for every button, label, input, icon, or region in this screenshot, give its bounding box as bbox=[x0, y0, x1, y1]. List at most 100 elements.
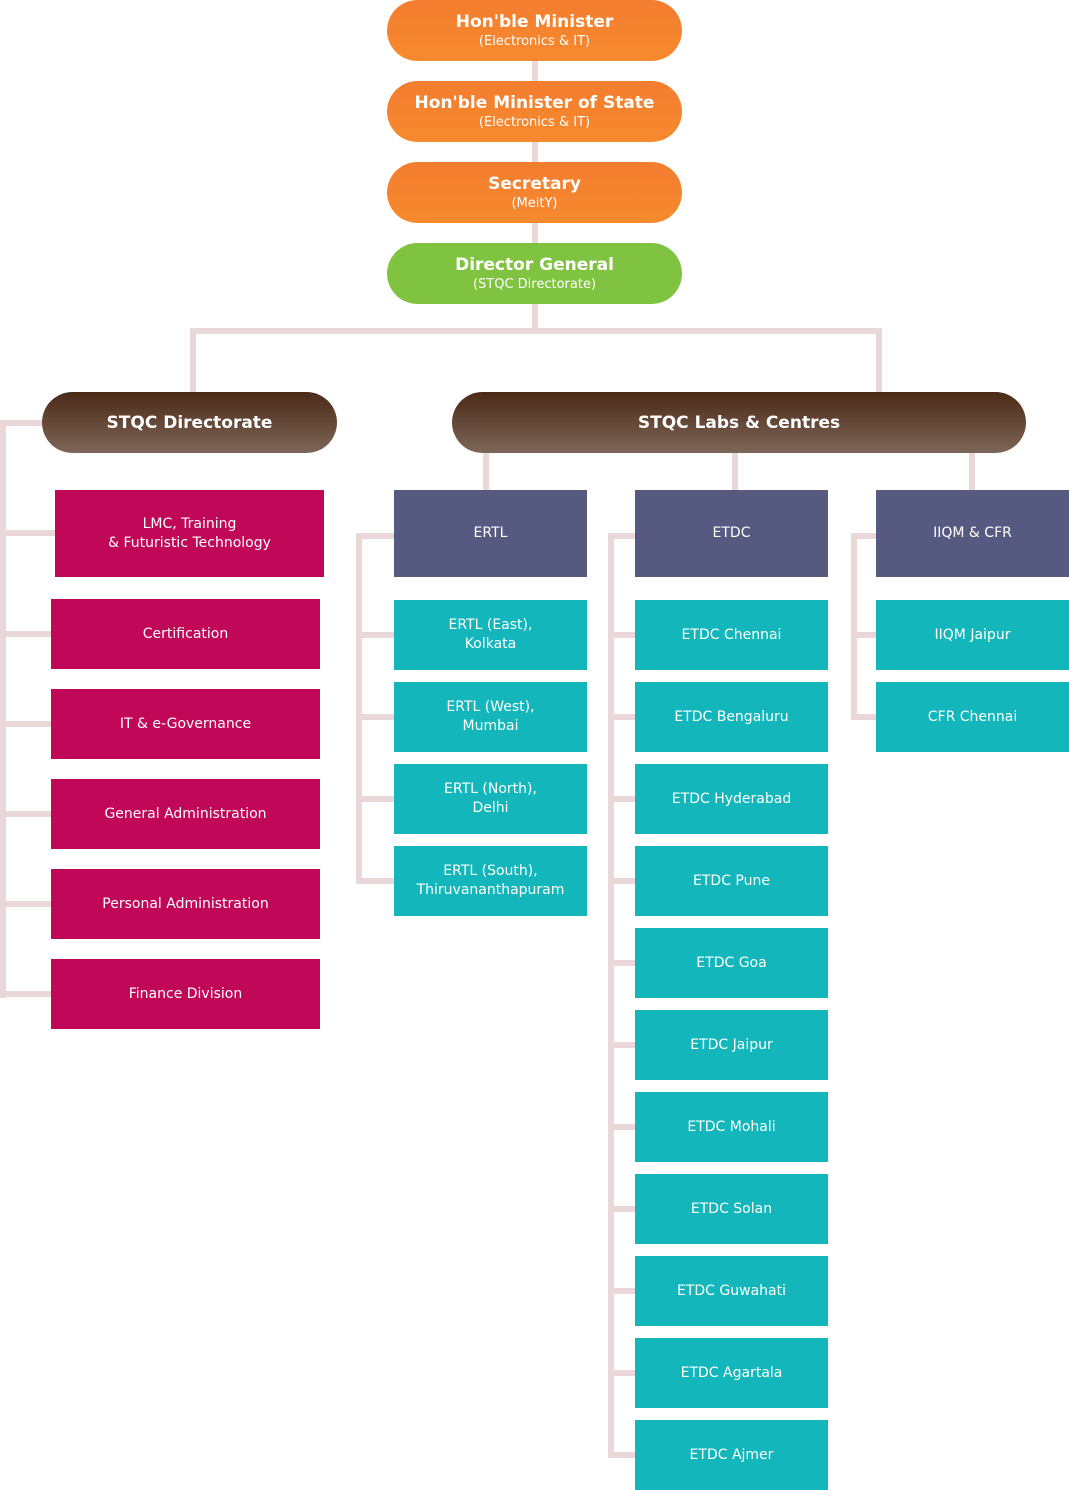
unit-label: Certification bbox=[142, 625, 229, 642]
lab-centre: ETDC Goa bbox=[635, 928, 828, 998]
directorate-tick bbox=[0, 721, 55, 727]
lab-centre: ETDC Ajmer bbox=[635, 1420, 828, 1490]
centre-tick bbox=[608, 796, 635, 802]
lab-centre: ERTL (West), Mumbai bbox=[394, 682, 587, 752]
lab-centre: ETDC Pune bbox=[635, 846, 828, 916]
centre-tick bbox=[356, 632, 394, 638]
centre-label: ERTL (South), Thiruvananthapuram bbox=[416, 863, 565, 898]
centre-tick bbox=[356, 796, 394, 802]
centre-tick bbox=[356, 714, 394, 720]
labs-drop bbox=[876, 328, 882, 392]
centre-label: CFR Chennai bbox=[927, 708, 1018, 725]
lab-group-label: ERTL bbox=[473, 525, 508, 541]
centre-tick bbox=[608, 878, 635, 884]
node-title: Hon'ble Minister of State bbox=[414, 92, 655, 113]
lab-centre: CFR Chennai bbox=[876, 682, 1069, 752]
group-rail bbox=[851, 533, 857, 720]
lab-group-ertl: ERTL bbox=[394, 490, 587, 577]
node-subtitle: (STQC Directorate) bbox=[472, 276, 597, 292]
lab-centre: ETDC Agartala bbox=[635, 1338, 828, 1408]
centre-label: ETDC Bengaluru bbox=[674, 708, 789, 725]
lab-group-label: IIQM & CFR bbox=[933, 525, 1012, 541]
unit-label: Personal Administration bbox=[102, 895, 269, 912]
node-subtitle: (Electronics & IT) bbox=[478, 114, 591, 130]
lab-group-label: ETDC bbox=[712, 525, 751, 541]
group-rail bbox=[608, 533, 614, 1458]
hierarchy-node: Hon'ble Minister of State(Electronics & … bbox=[387, 81, 682, 142]
centre-tick bbox=[608, 632, 635, 638]
centre-tick bbox=[608, 1288, 635, 1294]
centre-tick bbox=[608, 1452, 635, 1458]
centre-label: ETDC Ajmer bbox=[689, 1446, 774, 1463]
centre-label: ETDC Mohali bbox=[687, 1118, 776, 1135]
group-rail bbox=[356, 533, 362, 884]
directorate-drop bbox=[190, 328, 196, 392]
unit-label: LMC, Training & Futuristic Technology bbox=[108, 515, 271, 551]
centre-tick bbox=[608, 714, 635, 720]
lab-centre: ETDC Solan bbox=[635, 1174, 828, 1244]
ertl-drop bbox=[483, 452, 489, 490]
centre-label: ETDC Guwahati bbox=[677, 1282, 786, 1299]
group-rail-top bbox=[851, 533, 876, 539]
centre-label: ERTL (North), Delhi bbox=[444, 781, 537, 816]
hierarchy-node: Secretary(MeitY) bbox=[387, 162, 682, 223]
centre-tick bbox=[851, 632, 876, 638]
centre-label: ETDC Hyderabad bbox=[671, 790, 792, 807]
hierarchy-node: Hon'ble Minister(Electronics & IT) bbox=[387, 0, 682, 61]
directorate-tick bbox=[0, 991, 55, 997]
centre-tick bbox=[356, 878, 394, 884]
directorate-unit: General Administration bbox=[51, 779, 320, 849]
directorate-tick bbox=[0, 811, 55, 817]
split-connector bbox=[190, 328, 882, 334]
directorate-unit: Finance Division bbox=[51, 959, 320, 1029]
lab-centre: ETDC Chennai bbox=[635, 600, 828, 670]
node-title: Hon'ble Minister bbox=[455, 11, 614, 32]
node-subtitle: (Electronics & IT) bbox=[478, 33, 591, 49]
centre-label: ERTL (East), Kolkata bbox=[448, 617, 533, 652]
group-rail-top bbox=[356, 533, 394, 539]
centre-label: ETDC Chennai bbox=[681, 626, 782, 643]
iiqm-drop bbox=[969, 452, 975, 490]
centre-label: ETDC Agartala bbox=[680, 1364, 783, 1381]
lab-centre: ERTL (South), Thiruvananthapuram bbox=[394, 846, 587, 916]
lab-centre: ETDC Guwahati bbox=[635, 1256, 828, 1326]
centre-label: ETDC Goa bbox=[696, 954, 767, 971]
unit-label: IT & e-Governance bbox=[119, 715, 252, 732]
centre-tick bbox=[608, 1370, 635, 1376]
centre-tick bbox=[851, 714, 876, 720]
directorate-unit: IT & e-Governance bbox=[51, 689, 320, 759]
group-header-label: STQC Labs & Centres bbox=[637, 412, 841, 433]
directorate-tick bbox=[0, 901, 55, 907]
centre-tick bbox=[608, 1124, 635, 1130]
group-rail-top bbox=[608, 533, 635, 539]
lab-centre: ERTL (East), Kolkata bbox=[394, 600, 587, 670]
directorate-tick bbox=[0, 631, 55, 637]
centre-tick bbox=[608, 1042, 635, 1048]
centre-label: ETDC Pune bbox=[693, 872, 770, 889]
lab-centre: ETDC Jaipur bbox=[635, 1010, 828, 1080]
centre-label: ETDC Jaipur bbox=[690, 1036, 773, 1053]
directorate-tick bbox=[0, 530, 55, 536]
etdc-drop bbox=[732, 452, 738, 490]
node-subtitle: (MeitY) bbox=[511, 195, 558, 211]
lab-centre: ETDC Hyderabad bbox=[635, 764, 828, 834]
lab-centre: ERTL (North), Delhi bbox=[394, 764, 587, 834]
centre-tick bbox=[608, 960, 635, 966]
lab-group-iiqm-cfr: IIQM & CFR bbox=[876, 490, 1069, 577]
directorate-unit: Personal Administration bbox=[51, 869, 320, 939]
lab-centre: ETDC Bengaluru bbox=[635, 682, 828, 752]
centre-label: ERTL (West), Mumbai bbox=[446, 699, 535, 734]
node-title: Director General bbox=[455, 254, 614, 275]
directorate-unit: LMC, Training & Futuristic Technology bbox=[55, 490, 324, 577]
stqc-directorate-header: STQC Directorate bbox=[42, 392, 337, 453]
unit-label: Finance Division bbox=[128, 985, 243, 1002]
lab-group-etdc: ETDC bbox=[635, 490, 828, 577]
directorate-rail-top bbox=[0, 420, 44, 426]
directorate-unit: Certification bbox=[51, 599, 320, 669]
group-header-label: STQC Directorate bbox=[106, 412, 273, 433]
centre-tick bbox=[608, 1206, 635, 1212]
director-general-node: Director General(STQC Directorate) bbox=[387, 243, 682, 304]
stqc-labs-header: STQC Labs & Centres bbox=[452, 392, 1026, 453]
unit-label: General Administration bbox=[104, 805, 267, 822]
